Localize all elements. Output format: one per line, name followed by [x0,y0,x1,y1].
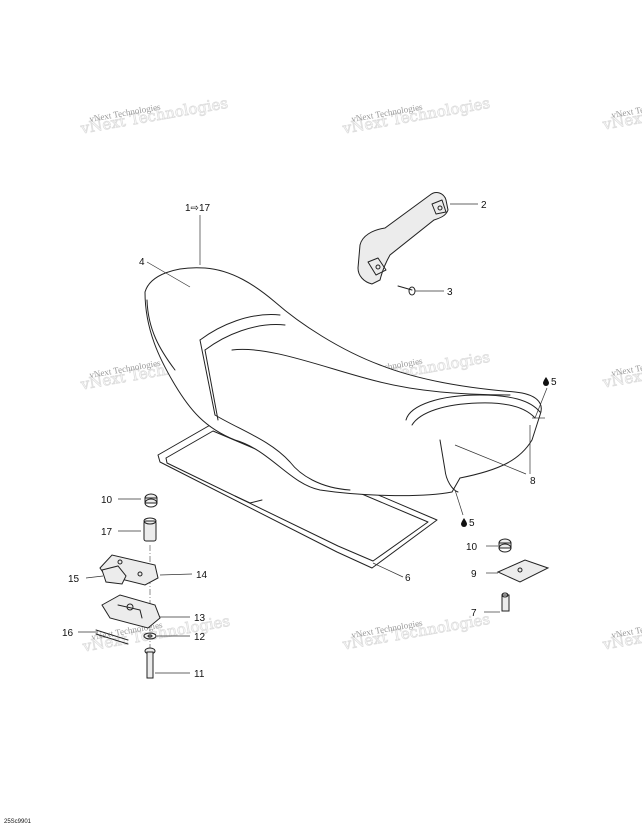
callout-labels: 1⇨17 2 3 4 5 5 6 7 8 9 10 10 11 12 13 14… [62,200,557,680]
pin-16 [95,629,129,645]
callout-12: 12 [194,632,206,643]
callout-10b: 10 [466,542,478,553]
bolt-7 [501,592,510,612]
callout-7: 7 [471,608,477,619]
watermark-3: vNext Technologies vNext Technologies [600,90,642,135]
bracket-9 [496,559,550,583]
callout-10a: 10 [101,495,113,506]
watermark-9: vNext Technologies vNext Technologies [600,610,642,655]
callout-3: 3 [447,287,453,298]
callout-15: 15 [68,574,80,585]
callout-6: 6 [405,573,411,584]
drawing-code: 25Sc9901 [4,819,32,825]
callout-5b: 5 [469,518,475,529]
watermark-1: vNext Technologies vNext Technologies [78,94,230,139]
nut-10-left [144,493,158,508]
callout-9: 9 [471,569,477,580]
screw-3 [397,285,416,296]
latch-15 [101,565,127,585]
callout-1: 1⇨17 [185,203,211,214]
watermark-8: vNext Technologies vNext Technologies [340,610,492,655]
watermark-6: vNext Technologies vNext Technologies [600,348,642,393]
washer-12 [143,632,157,640]
grab-handle [357,192,449,285]
callout-4: 4 [139,257,145,268]
callout-11: 11 [194,669,205,680]
seat [144,267,542,497]
callout-16: 16 [62,628,74,639]
callout-13: 13 [194,613,206,624]
nut-10-right [498,538,512,553]
callout-14: 14 [196,570,208,581]
spacer-17 [143,517,157,542]
drop-icon [543,377,549,386]
callout-5a: 5 [551,377,557,388]
watermark-2: vNext Technologies vNext Technologies [340,94,492,139]
leader-lines [78,203,548,674]
drop-icon [461,518,467,527]
callout-8: 8 [530,476,536,487]
latch-housing-13 [101,594,161,629]
callout-2: 2 [481,200,487,211]
bolt-11 [144,647,156,679]
callout-17: 17 [101,527,113,538]
